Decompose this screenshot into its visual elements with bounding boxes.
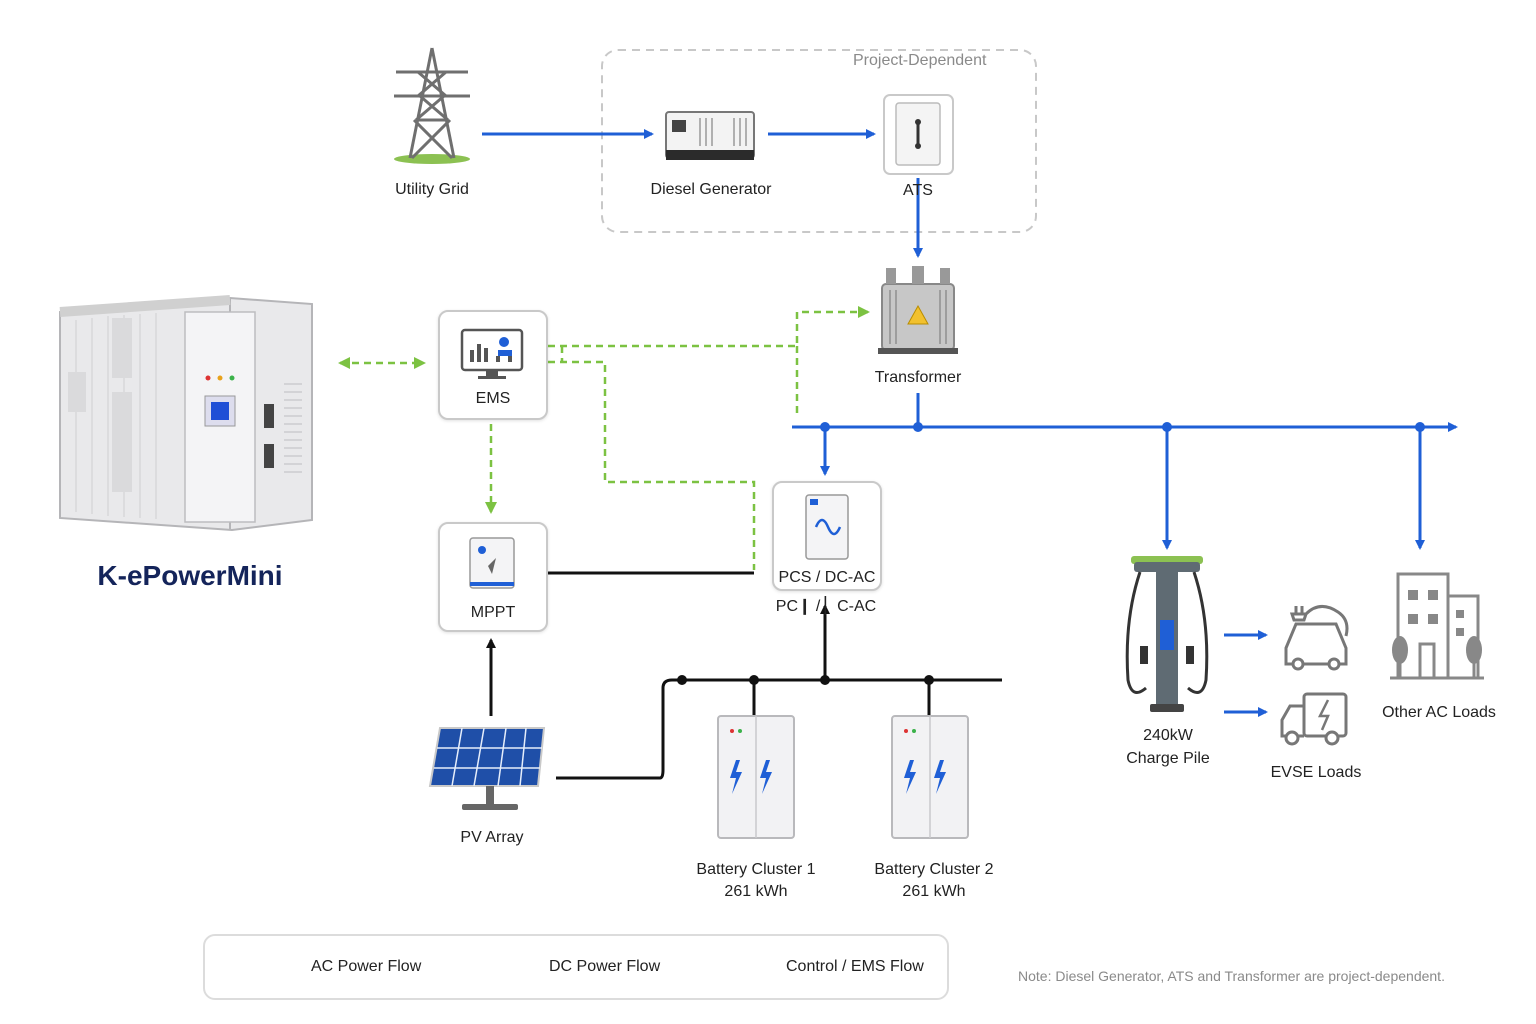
dc-power-lines [486,571,1002,780]
battery-cluster-2-capacity: 261 kWh [902,883,966,900]
transformer-icon [878,266,958,354]
building-icon [1390,572,1484,680]
legend: AC Power Flow DC Power Flow Control / EM… [203,934,949,1000]
legend-ac-label: AC Power Flow [311,958,422,975]
k-epowermini-container-icon [59,295,313,532]
project-dependent-frame [601,49,1037,233]
other-ac-loads-label: Other AC Loads [1382,704,1496,721]
project-dependent-label: Project-Dependent [853,52,987,69]
pcs-echo-label: PC❙ / ▏C-AC [775,598,877,615]
battery-cluster-1-label: Battery Cluster 1 [696,861,816,878]
ac-bus-nodes [820,422,1425,432]
battery-cluster-1-icon [717,715,795,839]
ems-monitor-icon [460,328,524,379]
utility-grid-label: Utility Grid [395,181,469,198]
pv-array-icon [428,727,546,810]
charge-pile-icon [1125,556,1209,712]
ats-label: ATS [903,182,933,199]
ems-box[interactable]: EMS [438,310,548,420]
legend-dc-label: DC Power Flow [549,958,661,975]
pcs-box[interactable]: PCS / DC-AC [772,481,882,591]
product-title: K-ePowerMini [97,560,283,591]
ev-truck-icon [1280,692,1348,746]
pv-array-label: PV Array [460,829,524,846]
control-lines [338,306,870,570]
dc-bus-nodes [677,675,934,685]
legend-control-label: Control / EMS Flow [786,958,924,975]
mppt-box[interactable]: MPPT [438,522,548,632]
transformer-label: Transformer [874,369,962,386]
charge-pile-label: Charge Pile [1126,750,1210,767]
diesel-generator-label: Diesel Generator [650,181,772,198]
footnote: Note: Diesel Generator, ATS and Transfor… [1018,968,1445,984]
pcs-inverter-icon [805,494,849,560]
mppt-unit-icon [469,537,515,589]
ems-label: EMS [475,390,511,407]
charge-pile-power: 240kW [1143,727,1193,744]
utility-grid-tower-icon [394,47,470,164]
ac-power-lines [482,129,1458,717]
battery-cluster-2-label: Battery Cluster 2 [874,861,994,878]
pcs-label: PCS / DC-AC [778,569,876,586]
ats-switch-icon [883,94,954,175]
diesel-generator-icon [665,111,755,160]
battery-cluster-1-capacity: 261 kWh [724,883,788,900]
ev-car-icon [1284,605,1349,671]
battery-cluster-2-icon [891,715,969,839]
mppt-label: MPPT [470,604,516,621]
evse-loads-label: EVSE Loads [1270,764,1362,781]
